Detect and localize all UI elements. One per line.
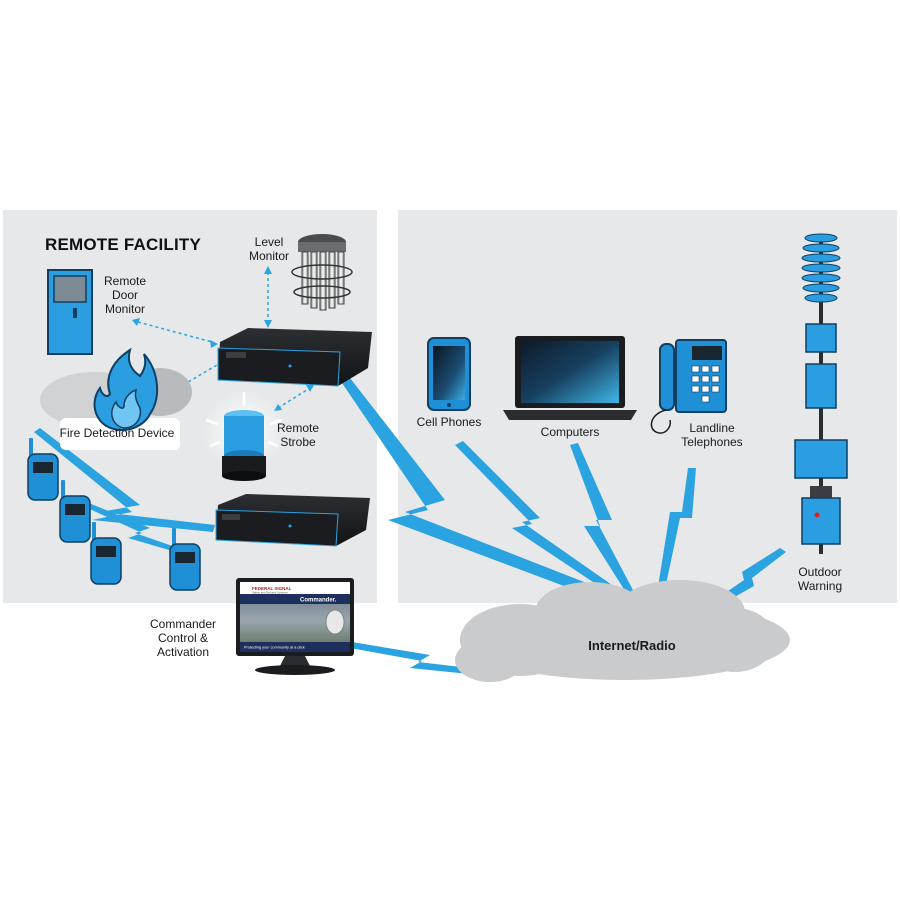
cell-phone-device xyxy=(427,337,471,411)
radio-3 xyxy=(90,522,122,585)
landline-telephone xyxy=(650,339,727,434)
outdoor-warning-siren xyxy=(794,233,848,554)
remote-facility-title: REMOTE FACILITY xyxy=(45,235,201,254)
bolt-computers-to-cloud xyxy=(570,443,634,594)
bolt-cellphones-to-cloud xyxy=(455,441,622,596)
computers-label: Computers xyxy=(540,425,600,439)
internet-cloud xyxy=(455,580,790,682)
radio-4 xyxy=(169,528,201,591)
commander-monitor: FEDERAL SIGNAL Safety and Security Syste… xyxy=(236,578,354,675)
remote-strobe-device xyxy=(202,390,286,481)
remote-strobe-label: Remote Strobe xyxy=(276,421,320,449)
commander-screen-subheader: Safety and Security Systems xyxy=(252,591,288,595)
laptop-computer xyxy=(503,336,637,420)
door-monitor-device xyxy=(47,269,93,355)
cloud-label: Internet/Radio xyxy=(588,638,675,653)
radio-2 xyxy=(59,480,91,543)
commander-label: Commander Control & Activation xyxy=(149,617,217,659)
commander-screen-footer: Protecting your community at a click xyxy=(244,646,305,650)
controller-box-bottom xyxy=(215,494,370,547)
bolt-monitor-to-cloud xyxy=(350,642,470,674)
cell-phones-label: Cell Phones xyxy=(416,415,482,429)
bolt-landline-to-cloud xyxy=(657,468,696,594)
bolt-radios-to-controller xyxy=(34,428,215,532)
controller-box-top xyxy=(217,328,372,387)
local-links xyxy=(137,272,311,409)
outdoor-warning-label: Outdoor Warning xyxy=(797,565,843,593)
fire-detection-label: Fire Detection Device xyxy=(59,426,175,440)
fire-detection-device xyxy=(40,347,192,450)
bolt-outdoor-to-cloud xyxy=(718,548,786,604)
two-way-radios xyxy=(27,438,201,591)
wireless-links xyxy=(34,378,786,674)
level-monitor-label: Level Monitor xyxy=(248,235,289,263)
commander-screen-brand: Commander. xyxy=(300,598,337,604)
landline-label: Landline Telephones xyxy=(681,421,743,449)
commander-screen-header: FEDERAL SIGNAL xyxy=(252,586,292,591)
radio-1 xyxy=(27,438,59,501)
level-monitor-tank xyxy=(291,234,353,311)
remote-door-monitor-label: Remote Door Monitor xyxy=(103,274,147,316)
bolt-radio-to-radio xyxy=(70,497,178,552)
link-arrows xyxy=(132,266,314,411)
